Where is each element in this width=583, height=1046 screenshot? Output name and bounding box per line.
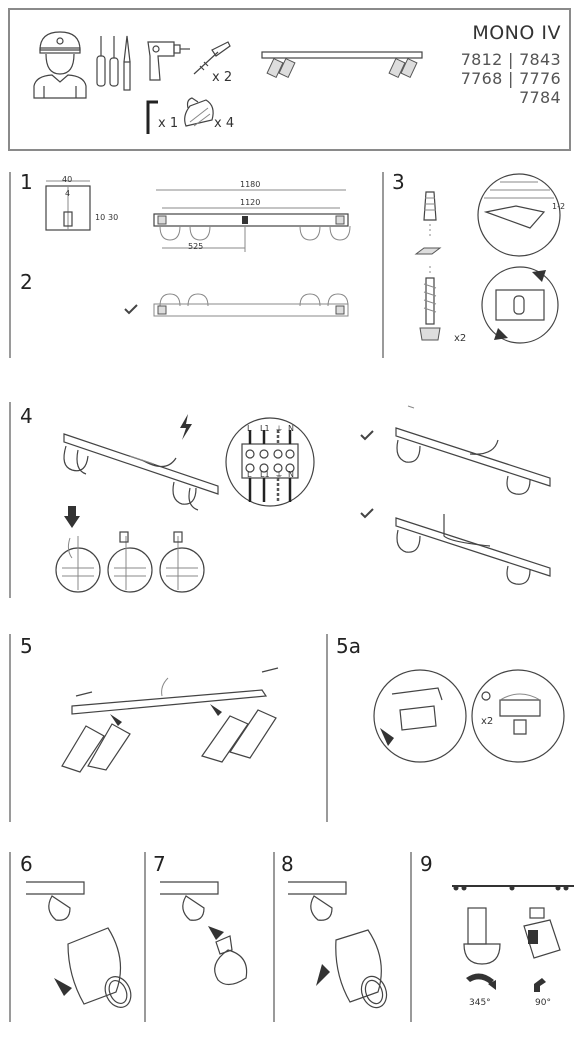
step-3-bracket-piece-icon	[414, 247, 442, 255]
step-6-number: 6	[20, 852, 33, 876]
step-4-check-icon-1	[360, 430, 374, 441]
installer-person-icon	[33, 31, 87, 99]
step-4-rail-option-1	[395, 405, 551, 495]
step-4-number: 4	[20, 404, 33, 428]
step-3-quantity: x2	[454, 333, 467, 344]
step-1-number: 1	[20, 170, 33, 194]
step-9-rotate-angle: 345°	[469, 998, 491, 1008]
step-2-rail-drawing	[153, 293, 349, 317]
step-5a-cover-detail-1	[373, 669, 467, 763]
wall-plug-screw-icon	[193, 41, 231, 75]
step-5-number: 5	[20, 634, 33, 658]
step-7-divider	[144, 852, 146, 1022]
dim-1120: 1120	[240, 198, 261, 207]
step-8-spot-head-assemble-drawing	[288, 881, 388, 1009]
terminal-top-earth: ⏚	[275, 425, 283, 434]
bulbs-quantity: x 4	[214, 116, 235, 131]
terminal-bottom-earth: ⏚	[275, 471, 283, 480]
terminal-top-l1: L1	[260, 424, 270, 433]
header-panel	[8, 8, 571, 151]
mounting-bracket-icon	[146, 100, 158, 134]
step-3-divider	[382, 172, 384, 358]
step-3-number: 3	[392, 170, 405, 194]
drill-icon	[147, 41, 190, 81]
product-code-line-1: 7812 | 7843	[460, 50, 561, 69]
screwdrivers-icon	[96, 35, 131, 91]
step-4-terminal-block-detail	[225, 417, 315, 507]
step-3-bracket-rotate-circle	[481, 266, 559, 344]
gu10-bulb-icon	[184, 97, 214, 127]
step-9-divider	[410, 852, 412, 1022]
step-9-rail-overview	[452, 885, 574, 891]
step-3-wall-plug-icon	[423, 191, 437, 236]
step-9-rotate-head-drawing	[463, 907, 501, 965]
step-4-check-icon-2	[360, 508, 374, 519]
dim-30: 30	[108, 213, 119, 222]
dim-40: 40	[62, 175, 73, 184]
step-1-rail-dimension-drawing	[153, 189, 351, 252]
step-9-rotate-arrow-icon	[466, 973, 496, 990]
step-9-tilt-head-drawing	[523, 907, 561, 959]
product-name: MONO IV	[472, 22, 561, 44]
dim-4: 4	[65, 189, 71, 198]
screws-quantity: x 2	[212, 70, 233, 85]
product-code-line-2: 7768 | 7776	[460, 69, 561, 88]
dim-1180: 1180	[240, 180, 261, 189]
step-5a-quantity: x2	[481, 716, 494, 727]
step-5-divider	[9, 634, 11, 822]
step-5a-cover-detail-2	[471, 669, 565, 763]
dim-1-2: 1-2	[552, 202, 566, 211]
terminal-top-n: N	[288, 424, 294, 433]
terminal-bottom-l: L	[247, 470, 252, 479]
step-4-divider	[9, 402, 11, 598]
step-4-rail-wiring-drawing	[63, 433, 219, 511]
step-9-tilt-arrow-icon	[534, 978, 546, 992]
step-4-down-arrow-icon	[64, 506, 80, 528]
step-4-lightning-icon	[180, 414, 192, 440]
terminal-bottom-l1: L1	[260, 470, 270, 479]
step-5a-number: 5a	[336, 634, 361, 658]
bracket-quantity: x 1	[158, 116, 179, 131]
step-1-bracket-dimension-drawing	[45, 180, 91, 231]
step-2-check-icon	[124, 304, 138, 315]
step-4-rail-option-2	[395, 514, 551, 585]
step-9-number: 9	[420, 852, 433, 876]
step-6-divider	[9, 852, 11, 1022]
step-7-bulb-insert-drawing	[160, 881, 248, 986]
step-9-tilt-angle: 90°	[535, 998, 551, 1008]
product-code-line-3: 7784	[519, 88, 561, 107]
dim-525: 525	[188, 242, 204, 251]
step-8-number: 8	[281, 852, 294, 876]
step-5a-divider	[326, 634, 328, 822]
terminal-bottom-n: N	[288, 470, 294, 479]
step-2-number: 2	[20, 270, 33, 294]
step-7-number: 7	[153, 852, 166, 876]
step-4-wire-detail-circles	[55, 531, 205, 593]
terminal-top-l: L	[247, 424, 252, 433]
step-1-divider	[9, 172, 11, 358]
step-6-spot-head-drawing	[26, 881, 132, 1008]
product-thumbnail	[261, 51, 423, 79]
step-8-divider	[273, 852, 275, 1022]
dim-10: 10	[95, 213, 106, 222]
step-3-ceiling-detail-circle	[477, 173, 561, 257]
step-3-screw-icon	[419, 266, 441, 341]
step-5-mount-rail-drawing	[61, 667, 279, 773]
